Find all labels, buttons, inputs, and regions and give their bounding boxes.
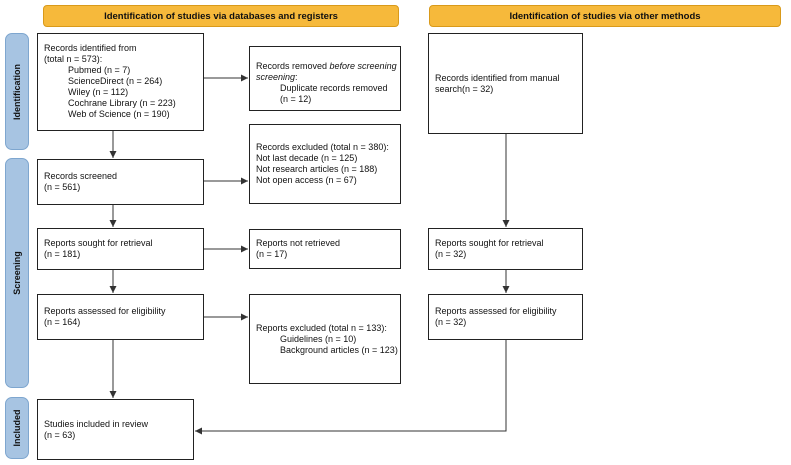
excluded-not-open-access: Not open access (n = 67): [256, 175, 357, 185]
header-other-methods: Identification of studies via other meth…: [429, 5, 781, 27]
reports-sought-count: (n = 181): [44, 249, 81, 259]
duplicate-records-count: (n = 12): [280, 94, 312, 104]
reports-sought-box: Reports sought for retrieval (n = 181): [37, 228, 204, 270]
source-web-of-science: Web of Science (n = 190): [68, 109, 170, 119]
records-screened-box: Records screened (n = 561): [37, 159, 204, 205]
other-reports-sought-box: Reports sought for retrieval (n = 32): [428, 228, 583, 270]
reports-not-retrieved-label: Reports not retrieved: [256, 238, 341, 248]
records-screened-label: Records screened: [44, 171, 118, 181]
other-reports-assessed-label: Reports assessed for eligibility: [435, 306, 557, 316]
other-records-identified-line2: search(n = 32): [435, 83, 494, 94]
excluded-guidelines: Guidelines (n = 10): [280, 334, 357, 344]
arrow-other-assessed-to-included: [195, 340, 507, 435]
source-wiley: Wiley (n = 112): [68, 87, 129, 97]
source-pubmed: Pubmed (n = 7): [68, 65, 131, 75]
excluded-background-articles: Background articles (n = 123): [280, 345, 398, 355]
header-databases: Identification of studies via databases …: [43, 5, 399, 27]
duplicate-records-label: Duplicate records removed: [280, 83, 388, 93]
reports-excluded-box: Reports excluded (total n = 133): Guidel…: [249, 294, 401, 384]
reports-excluded-title: Reports excluded (total n = 133):: [256, 323, 387, 333]
records-excluded-title: Records excluded (total n = 380):: [256, 142, 389, 152]
other-records-identified-box: Records identified from manual search(n …: [428, 33, 583, 134]
phase-screening: Screening: [5, 158, 29, 388]
other-records-identified-line1: Records identified from manual: [435, 72, 560, 83]
source-sciencedirect: ScienceDirect (n = 264): [68, 76, 163, 86]
other-reports-sought-label: Reports sought for retrieval: [435, 238, 544, 248]
phase-included: Included: [5, 397, 29, 459]
records-identified-total: (total n = 573):: [44, 54, 103, 64]
reports-assessed-count: (n = 164): [44, 317, 81, 327]
records-removed-title-end: screening:: [256, 72, 298, 82]
reports-not-retrieved-count: (n = 17): [256, 249, 288, 259]
other-reports-assessed-count: (n = 32): [435, 317, 467, 327]
studies-included-label: Studies included in review: [44, 418, 149, 429]
records-identified-box: Records identified from (total n = 573):…: [37, 33, 204, 131]
records-screened-count: (n = 561): [44, 182, 81, 192]
other-reports-assessed-box: Reports assessed for eligibility (n = 32…: [428, 294, 583, 340]
reports-not-retrieved-box: Reports not retrieved (n = 17): [249, 229, 401, 269]
records-excluded-box: Records excluded (total n = 380): Not la…: [249, 124, 401, 204]
records-removed-box: Records removed before screening screeni…: [249, 46, 401, 111]
other-reports-sought-count: (n = 32): [435, 249, 467, 259]
reports-assessed-label: Reports assessed for eligibility: [44, 306, 166, 316]
studies-included-box: Studies included in review (n = 63): [37, 399, 194, 460]
reports-assessed-box: Reports assessed for eligibility (n = 16…: [37, 294, 204, 340]
reports-sought-label: Reports sought for retrieval: [44, 238, 153, 248]
records-removed-title: Records removed before screening: [256, 61, 397, 71]
excluded-not-research: Not research articles (n = 188): [256, 164, 378, 174]
studies-included-count: (n = 63): [44, 429, 76, 440]
excluded-not-last-decade: Not last decade (n = 125): [256, 153, 358, 163]
records-identified-title: Records identified from: [44, 43, 137, 53]
phase-identification: Identification: [5, 33, 29, 150]
source-cochrane: Cochrane Library (n = 223): [68, 98, 176, 108]
